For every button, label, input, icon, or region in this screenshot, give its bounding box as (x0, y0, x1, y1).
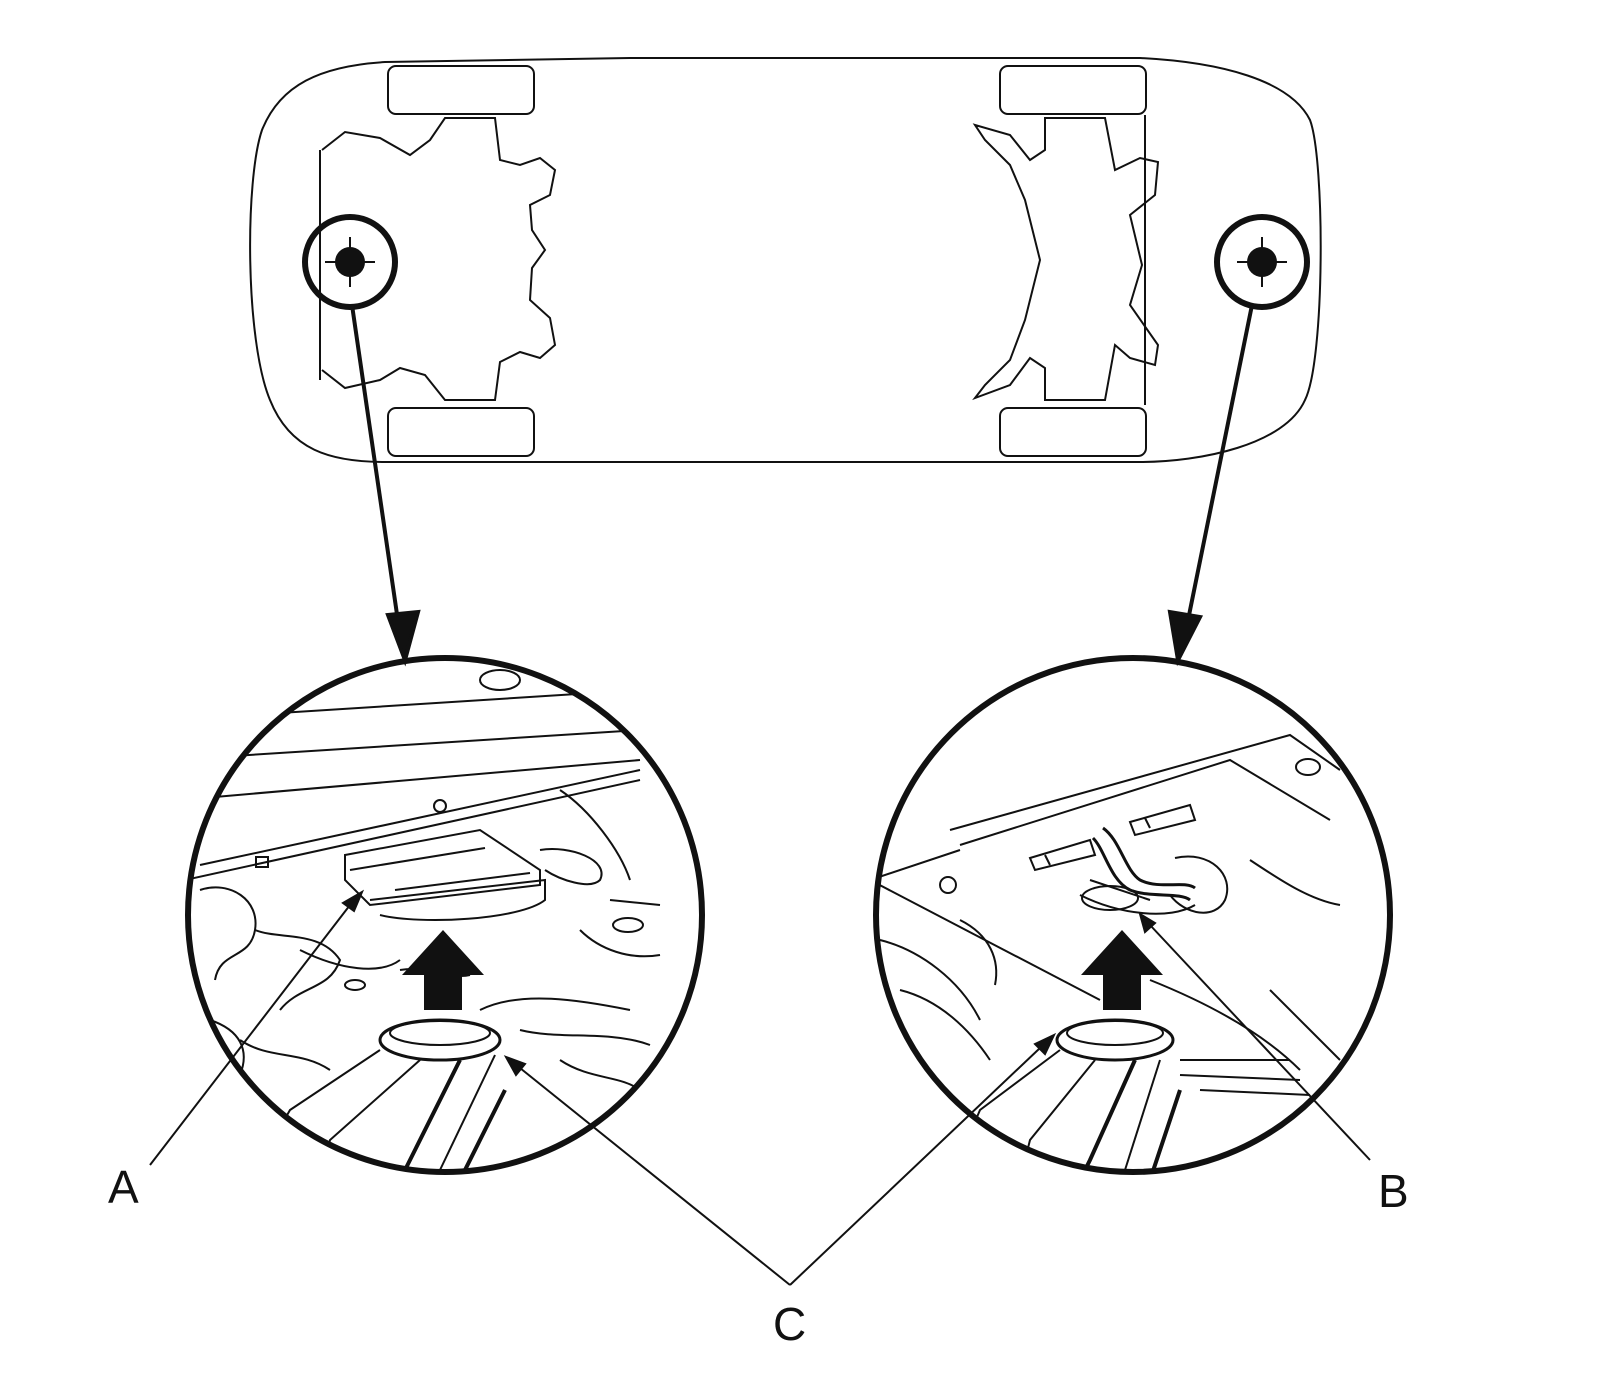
leader-arrowhead-a (341, 889, 365, 913)
vehicle-body-outline (249, 57, 1322, 463)
leader-line-a (149, 904, 351, 1166)
rear-lift-point-detail (873, 655, 1393, 1175)
rear-subframe (972, 117, 1160, 401)
front-callout-arrowhead (385, 609, 421, 667)
rear-left-wheel (999, 65, 1147, 115)
front-detail-frame (185, 655, 705, 1175)
vehicle-underside (249, 57, 1322, 463)
leader-arrowhead-c-right (1033, 1032, 1057, 1056)
rear-right-wheel (999, 407, 1147, 457)
leader-lines (149, 889, 1371, 1286)
label-a: A (108, 1161, 139, 1213)
front-subframe (321, 117, 557, 401)
leader-arrowhead-b (1138, 911, 1157, 934)
front-lift-point-detail (185, 655, 705, 1175)
rear-detail-frame (873, 655, 1393, 1175)
leader-line-b (1149, 924, 1371, 1161)
up-arrow-icon (402, 930, 484, 1010)
label-c: C (773, 1298, 806, 1350)
rear-callout-line (1183, 304, 1254, 636)
front-lift-point-marker (302, 214, 398, 310)
leader-line-c-right (789, 1047, 1041, 1286)
leader-line-c-left (519, 1067, 791, 1286)
leader-arrowhead-c-left (503, 1055, 527, 1077)
front-left-wheel (387, 65, 535, 115)
front-right-wheel (387, 407, 535, 457)
callout-arrows (350, 304, 1254, 667)
front-callout-line (350, 304, 402, 636)
rear-callout-arrowhead (1167, 609, 1204, 667)
label-b: B (1378, 1165, 1409, 1217)
up-arrow-icon (1081, 930, 1163, 1010)
rear-lift-point-marker (1214, 214, 1310, 310)
